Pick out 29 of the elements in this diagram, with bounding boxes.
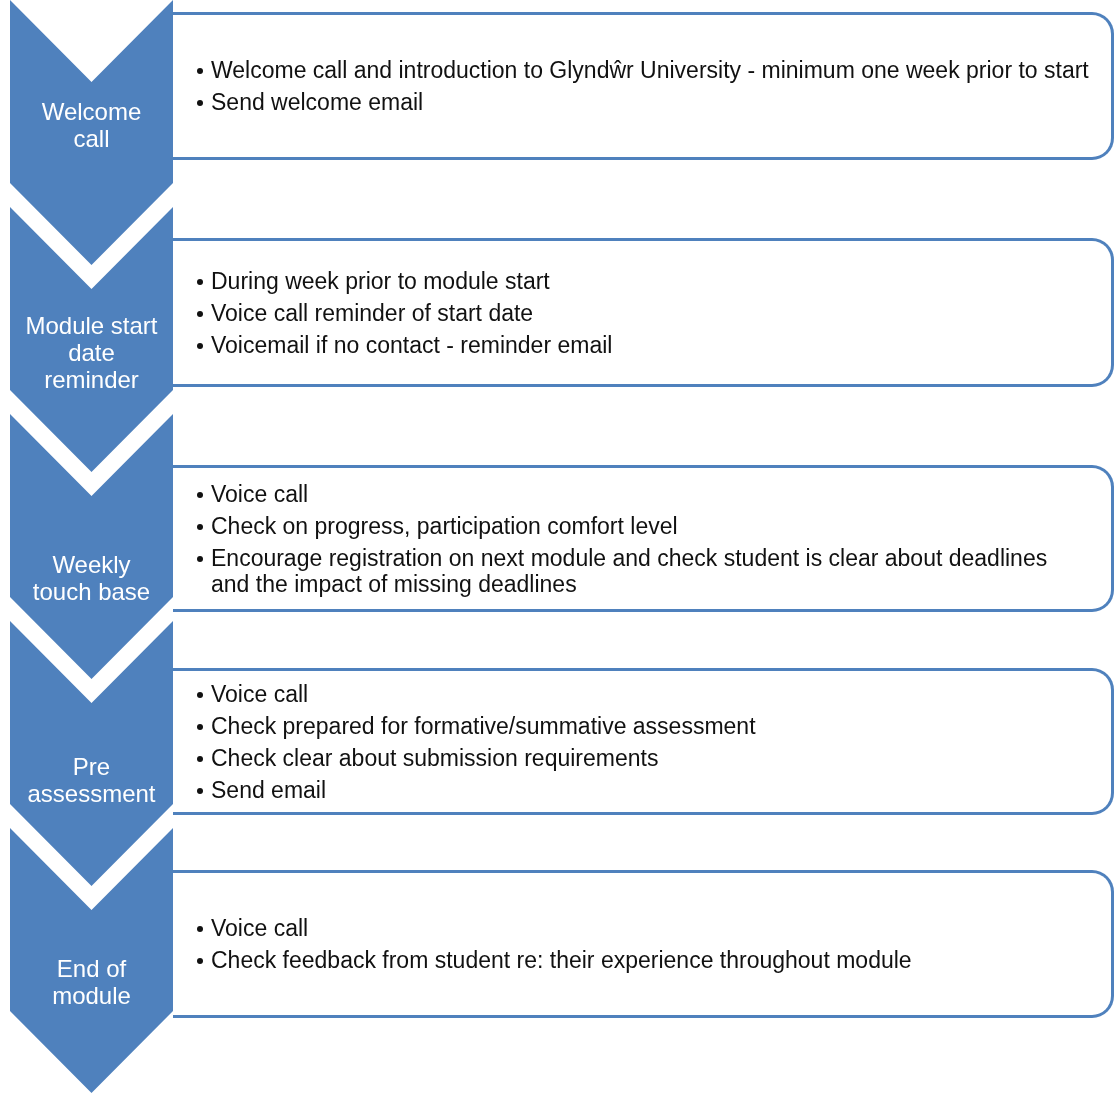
bullet-item: Encourage registration on next module and check student is clear about deadlines and the impact of missing deadlines xyxy=(197,544,1091,597)
bullet-item: Send email xyxy=(197,776,756,803)
step-label: End of module xyxy=(51,955,132,1009)
bullet-item: Check prepared for formative/summative assessment xyxy=(197,712,756,739)
chevron-step xyxy=(10,207,173,472)
step-label: Pre assessment xyxy=(26,753,157,807)
bullet-item: Check on progress, participation comfort level xyxy=(197,512,1091,539)
step-card xyxy=(173,870,1114,1018)
bullet-item: Voicemail if no contact - reminder email xyxy=(197,331,613,358)
bullet-item: Check feedback from student re: their experience throughout module xyxy=(197,947,912,973)
step-card xyxy=(173,668,1114,815)
bullet-item: Check clear about submission requirements xyxy=(197,744,756,771)
chevron-step xyxy=(10,828,173,1093)
step-label: Module start date reminder xyxy=(24,311,159,393)
bullet-item: Welcome call and introduction to Glyndŵr University - minimum one week prior to start xyxy=(197,57,1089,83)
step-label: Welcome call xyxy=(40,98,143,152)
bullet-item: During week prior to module start xyxy=(197,267,613,294)
bullet-item: Send welcome email xyxy=(197,89,1089,115)
bullet-item: Voice call xyxy=(197,480,1091,507)
bullet-item: Voice call reminder of start date xyxy=(197,299,613,326)
step-card xyxy=(173,465,1114,612)
chevron-step xyxy=(10,414,173,679)
chevron-step xyxy=(10,0,173,265)
step-card xyxy=(173,12,1114,160)
bullet-item: Voice call xyxy=(197,680,756,707)
step-card xyxy=(173,238,1114,387)
chevron-step xyxy=(10,621,173,886)
step-label: Weekly touch base xyxy=(31,551,152,605)
bullet-item: Voice call xyxy=(197,915,912,941)
